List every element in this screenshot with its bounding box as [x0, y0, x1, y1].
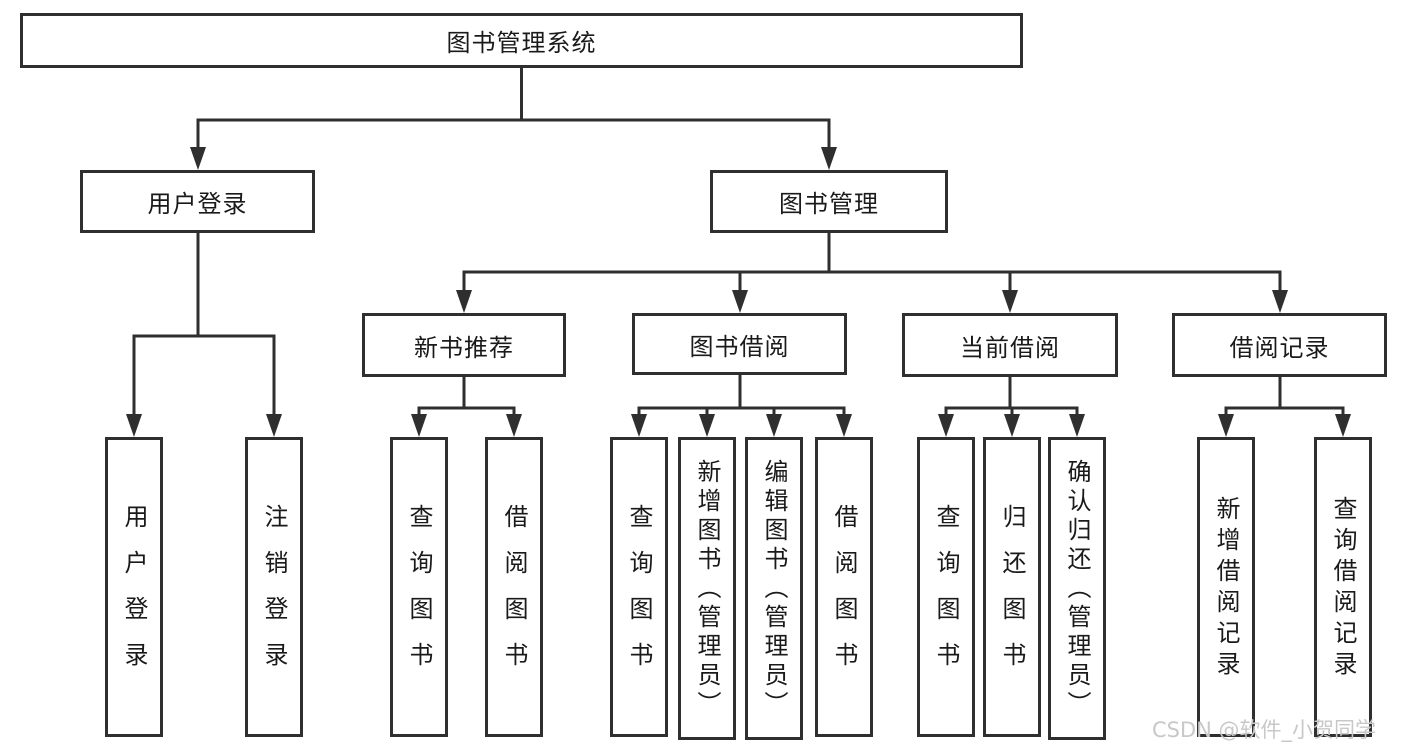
- connector-user-login-children: [132, 233, 276, 416]
- arrowhead: [836, 414, 852, 437]
- leaf-user-login-label: 用户登录: [120, 504, 148, 688]
- arrowhead: [938, 414, 954, 437]
- node-borrow-records: 借阅记录: [1172, 313, 1387, 377]
- leaf-borrow-query-book-label: 查询图书: [625, 504, 653, 688]
- node-book-management: 图书管理: [710, 170, 948, 233]
- leaf-recommend-borrow-book-label: 借阅图书: [500, 504, 528, 688]
- arrowhead: [699, 414, 715, 437]
- node-user-login-label: 用户登录: [147, 190, 248, 218]
- arrowhead: [1004, 414, 1020, 437]
- leaf-current-query-book: 查询图书: [917, 437, 975, 737]
- arrowhead: [631, 414, 647, 437]
- node-current-borrow-label: 当前借阅: [960, 333, 1060, 362]
- node-root: 图书管理系统: [20, 13, 1023, 68]
- leaf-current-confirm-return: 确认归还（管理员）: [1048, 437, 1106, 740]
- node-user-login: 用户登录: [80, 170, 315, 233]
- node-new-book-recommend: 新书推荐: [362, 313, 566, 377]
- node-book-management-label: 图书管理: [779, 190, 879, 218]
- leaf-borrow-add-book-label: 新增图书（管理员）: [693, 459, 721, 720]
- csdn-watermark: CSDN @软件_小贺同学: [1152, 718, 1377, 742]
- connector-book-borrow-children: [637, 375, 846, 416]
- leaf-current-return-book-label: 归还图书: [998, 504, 1026, 688]
- arrowhead: [732, 290, 748, 313]
- leaf-user-login: 用户登录: [105, 437, 163, 737]
- node-book-borrow: 图书借阅: [632, 313, 847, 375]
- leaf-logout-login-label: 注销登录: [260, 504, 288, 688]
- leaf-recommend-query-book-label: 查询图书: [405, 504, 433, 688]
- leaf-borrow-borrow-book-label: 借阅图书: [830, 504, 858, 688]
- arrowhead: [1002, 290, 1018, 313]
- arrowhead: [1069, 414, 1085, 437]
- arrowhead: [1218, 414, 1234, 437]
- leaf-records-query-record-label: 查询借阅记录: [1329, 496, 1357, 682]
- leaf-current-confirm-return-label: 确认归还（管理员）: [1063, 459, 1091, 720]
- arrowhead: [190, 147, 206, 170]
- leaf-records-add-record: 新增借阅记录: [1197, 437, 1255, 737]
- leaf-recommend-borrow-book: 借阅图书: [485, 437, 543, 737]
- leaf-records-add-record-label: 新增借阅记录: [1212, 496, 1240, 682]
- node-new-book-recommend-label: 新书推荐: [414, 333, 514, 362]
- connector-book-mgmt-children: [462, 233, 1282, 292]
- leaf-records-query-record: 查询借阅记录: [1314, 437, 1372, 737]
- node-root-label: 图书管理系统: [446, 29, 597, 57]
- leaf-borrow-add-book: 新增图书（管理员）: [678, 437, 736, 740]
- leaf-recommend-query-book: 查询图书: [390, 437, 448, 737]
- arrowhead: [266, 414, 282, 437]
- connector-root-to-level2: [196, 68, 831, 149]
- arrowhead: [506, 414, 522, 437]
- node-borrow-records-label: 借阅记录: [1229, 333, 1330, 362]
- arrowhead: [766, 414, 782, 437]
- leaf-current-query-book-label: 查询图书: [932, 504, 960, 688]
- connector-current-borrow-children: [944, 377, 1079, 416]
- arrowhead: [126, 414, 142, 437]
- arrowhead: [456, 290, 472, 313]
- arrowhead: [821, 147, 837, 170]
- connector-borrow-record-children: [1224, 377, 1345, 416]
- leaf-borrow-borrow-book: 借阅图书: [815, 437, 873, 737]
- arrowhead: [1272, 290, 1288, 313]
- leaf-borrow-edit-book: 编辑图书（管理员）: [745, 437, 803, 740]
- node-book-borrow-label: 图书借阅: [689, 332, 790, 361]
- arrowhead: [411, 414, 427, 437]
- leaf-borrow-query-book: 查询图书: [610, 437, 668, 737]
- connector-new-book-rec-children: [417, 377, 516, 416]
- leaf-borrow-edit-book-label: 编辑图书（管理员）: [760, 459, 788, 720]
- leaf-current-return-book: 归还图书: [983, 437, 1041, 737]
- leaf-logout-login: 注销登录: [245, 437, 303, 737]
- node-current-borrow: 当前借阅: [902, 313, 1118, 377]
- arrowhead: [1335, 414, 1351, 437]
